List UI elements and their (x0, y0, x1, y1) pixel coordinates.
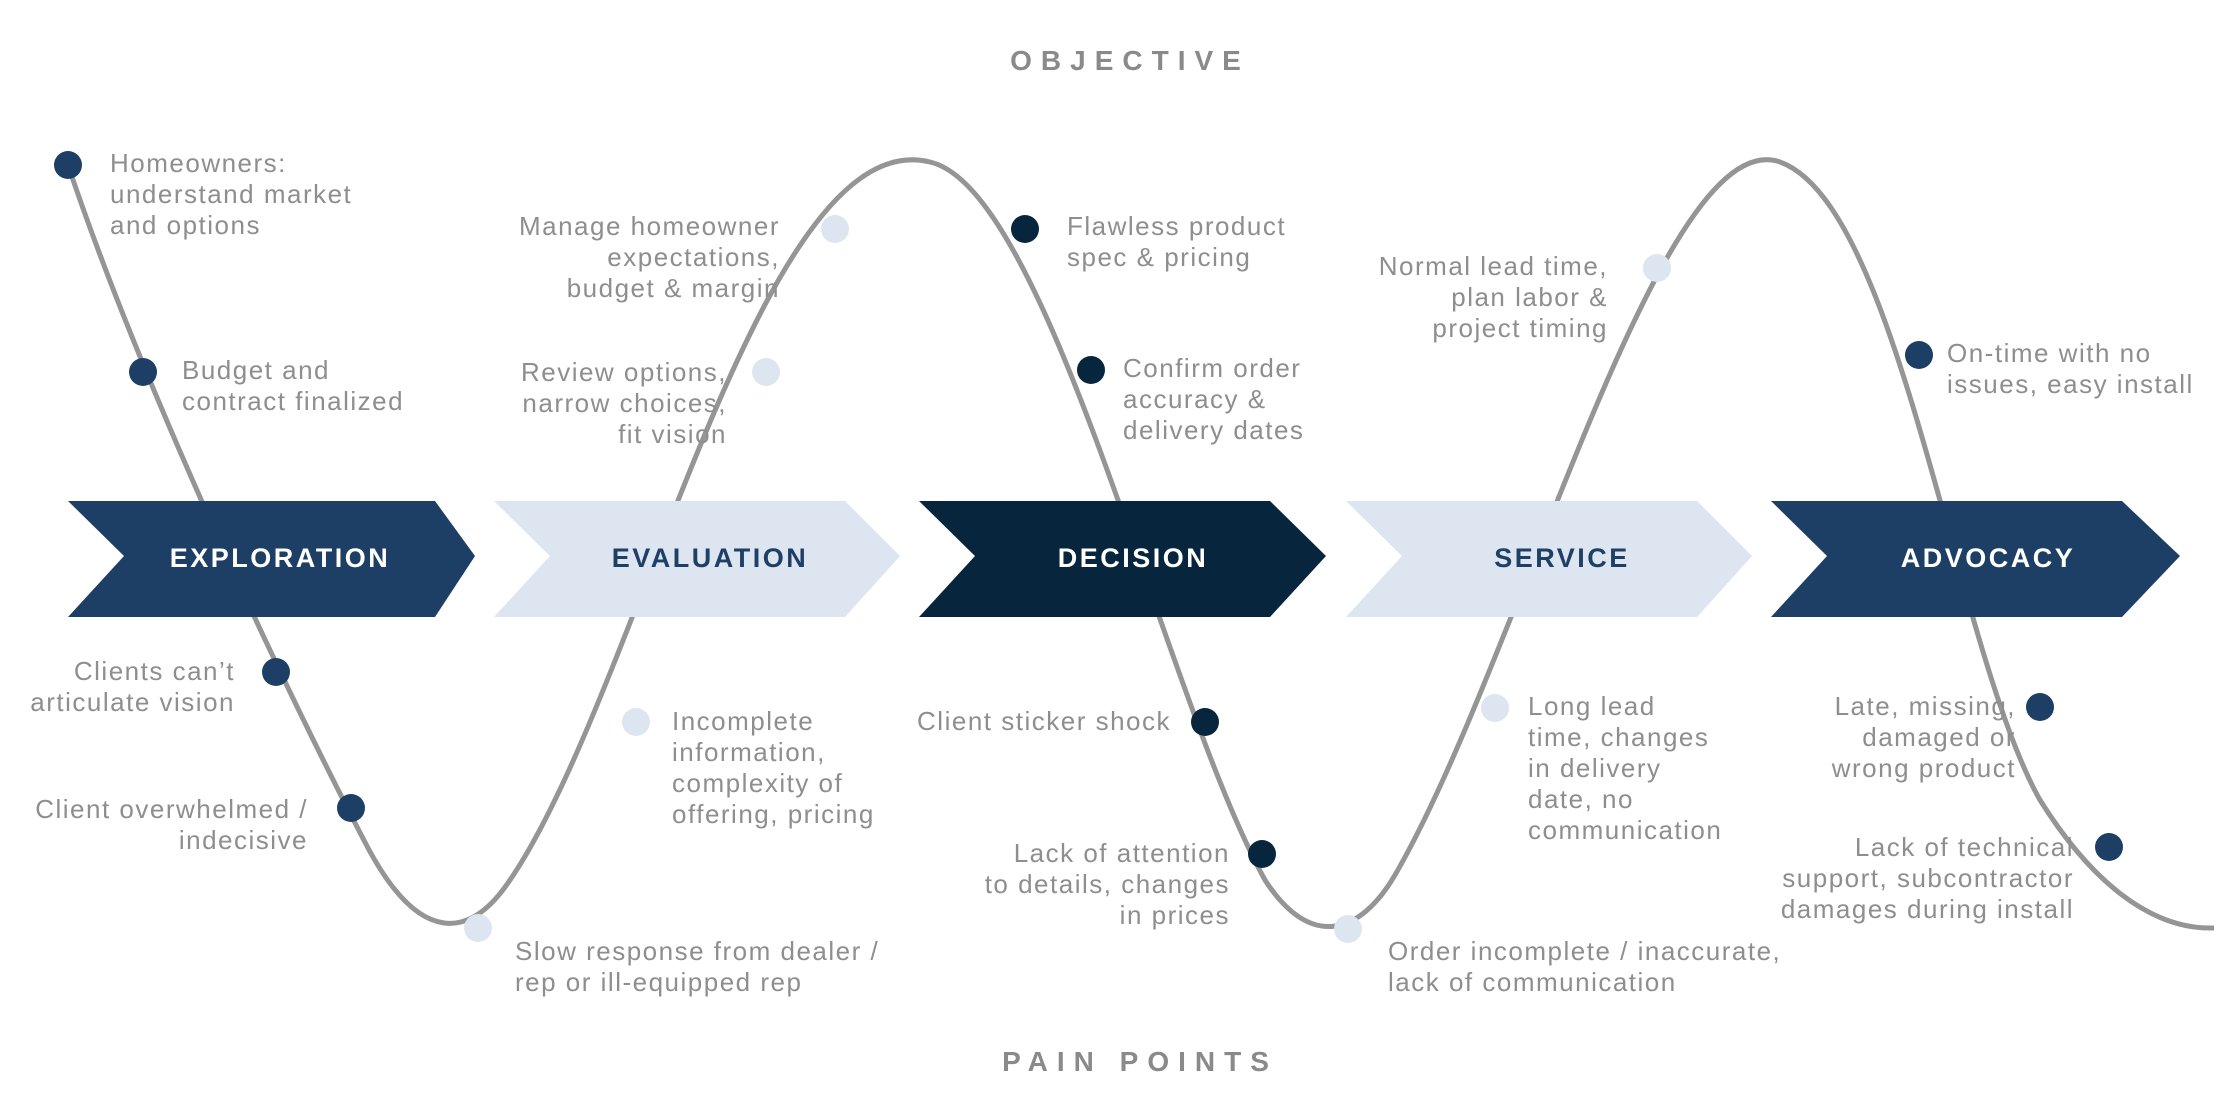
stage-evaluation[interactable]: EVALUATION (494, 501, 900, 617)
stage-exploration[interactable]: EXPLORATION (68, 501, 475, 617)
marker-dot (1643, 254, 1671, 282)
pain-point-label: Slow response from dealer / rep or ill-e… (515, 936, 880, 997)
marker-dot (464, 914, 492, 942)
marker-dot (2026, 693, 2054, 721)
pain-point-label: Lack of attention to details, changes in… (984, 838, 1230, 930)
stage-decision[interactable]: DECISION (919, 501, 1326, 617)
marker-dot (1334, 915, 1362, 943)
marker-dot (622, 708, 650, 736)
stage-label-service: SERVICE (1494, 543, 1630, 573)
marker-dot (1011, 215, 1039, 243)
pain-point-label: Client overwhelmed / indecisive (35, 794, 308, 855)
pain-point-label: Clients can’t articulate vision (30, 656, 235, 717)
objective-markers (54, 151, 1933, 386)
pain-point-label: Lack of technical support, subcontractor… (1780, 832, 2074, 924)
objective-label: Review options, narrow choices, fit visi… (520, 357, 727, 449)
stage-label-evaluation: EVALUATION (612, 543, 809, 573)
marker-dot (1077, 356, 1105, 384)
marker-dot (1905, 341, 1933, 369)
pain-points-heading: PAIN POINTS (1002, 1046, 1278, 1077)
objective-label: On-time with no issues, easy install (1947, 338, 2194, 399)
chevron-advocacy (1771, 501, 2180, 617)
marker-dot (1191, 708, 1219, 736)
chevron-service (1346, 501, 1752, 617)
pain-point-label: Late, missing, damaged or wrong product (1831, 691, 2016, 783)
stage-label-decision: DECISION (1058, 543, 1209, 573)
marker-dot (337, 794, 365, 822)
marker-dot (1481, 694, 1509, 722)
objective-label: Flawless product spec & pricing (1067, 211, 1287, 272)
objective-label: Budget and contract finalized (182, 355, 405, 416)
objective-label: Manage homeowner expectations, budget & … (518, 211, 780, 303)
pain-point-markers (262, 658, 2123, 943)
marker-dot (129, 358, 157, 386)
pain-point-label: Incomplete information, complexity of of… (672, 706, 875, 829)
journey-curve (65, 157, 2215, 931)
marker-dot (1248, 840, 1276, 868)
pain-point-label: Client sticker shock (917, 706, 1171, 736)
marker-dot (2095, 833, 2123, 861)
stage-label-exploration: EXPLORATION (170, 543, 391, 573)
chevron-decision (919, 501, 1326, 617)
objective-label: Confirm order accuracy & delivery dates (1123, 353, 1305, 445)
stage-label-advocacy: ADVOCACY (1901, 543, 2076, 573)
chevron-exploration (68, 501, 475, 617)
objective-heading: OBJECTIVE (1010, 45, 1250, 76)
marker-dot (262, 658, 290, 686)
stage-chevrons: EXPLORATION EVALUATION DECISION SERVICE … (68, 501, 2180, 617)
stage-advocacy[interactable]: ADVOCACY (1771, 501, 2180, 617)
stage-service[interactable]: SERVICE (1346, 501, 1752, 617)
marker-dot (752, 358, 780, 386)
marker-dot (821, 215, 849, 243)
marker-dot (54, 151, 82, 179)
objective-label: Normal lead time, plan labor & project t… (1378, 251, 1608, 343)
chevron-evaluation (494, 501, 900, 617)
pain-point-label: Long lead time, changes in delivery date… (1528, 691, 1723, 845)
objective-label: Homeowners: understand market and option… (110, 148, 353, 240)
pain-point-label: Order incomplete / inaccurate, lack of c… (1388, 936, 1782, 997)
